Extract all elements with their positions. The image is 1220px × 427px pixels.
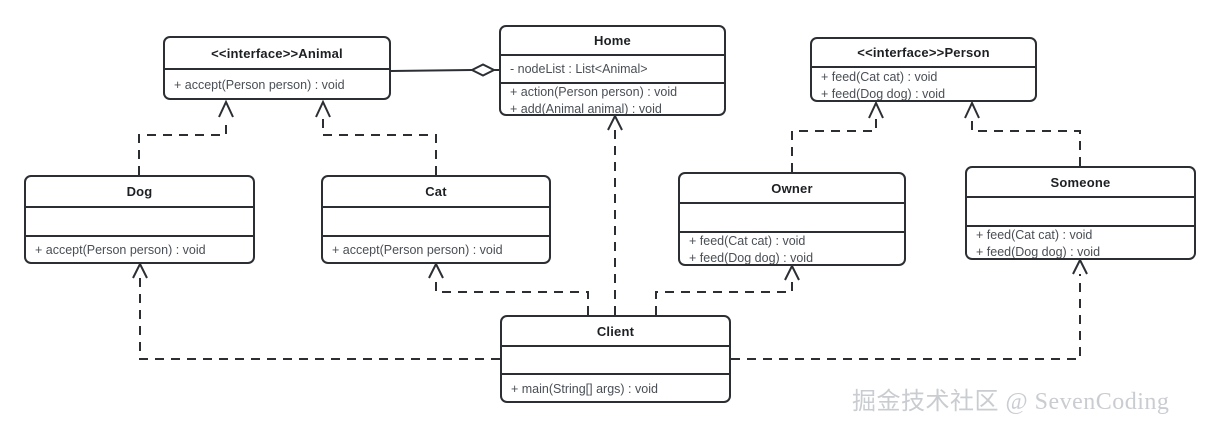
class-box-home[interactable]: Home - nodeList : List<Animal> + action(… <box>499 25 726 116</box>
class-title-home: Home <box>594 33 631 48</box>
member-row: + action(Person person) : void <box>510 85 678 99</box>
relationship-client-depends-on-home <box>607 113 623 315</box>
class-title-dog: Dog <box>126 184 153 199</box>
attributes-compartment-home: - nodeList : List<Animal> <box>501 56 724 82</box>
divider <box>165 68 389 70</box>
class-box-person[interactable]: <<interface>>Person + feed(Cat cat) : vo… <box>810 37 1037 102</box>
class-box-client[interactable]: Client + main(String[] args) : void <box>500 315 731 403</box>
divider <box>502 373 729 375</box>
relationship-client-depends-on-dog <box>132 261 500 360</box>
methods-compartment-client: + main(String[] args) : void <box>502 375 729 401</box>
class-box-cat[interactable]: Cat + accept(Person person) : void <box>321 175 551 264</box>
relationship-client-depends-on-owner <box>655 263 800 315</box>
attributes-compartment-owner <box>680 204 904 231</box>
methods-compartment-owner: + feed(Cat cat) : void + feed(Dog dog) :… <box>680 233 904 265</box>
divider <box>26 235 253 237</box>
attributes-compartment-someone <box>967 198 1194 225</box>
member-row: + feed(Cat cat) : void <box>821 70 938 84</box>
member-row: + accept(Person person) : void <box>35 243 206 257</box>
divider <box>967 196 1194 198</box>
attributes-compartment-cat <box>323 208 549 235</box>
member-row: - nodeList : List<Animal> <box>510 61 648 76</box>
class-title-owner: Owner <box>771 180 813 196</box>
member-row: + add(Animal animal) : void <box>510 102 662 116</box>
member-row: + feed(Dog dog) : void <box>976 244 1101 259</box>
divider <box>680 231 904 233</box>
methods-compartment-home: + action(Person person) : void + add(Ani… <box>501 84 724 116</box>
divider <box>680 202 904 204</box>
relationship-cat-implements-animal <box>315 99 437 175</box>
divider <box>812 66 1035 68</box>
class-title-person: <<interface>>Person <box>857 45 990 60</box>
divider <box>967 225 1194 227</box>
divider <box>26 206 253 208</box>
class-title-client: Client <box>596 323 635 339</box>
member-row: + main(String[] args) : void <box>511 381 658 396</box>
methods-compartment-animal: + accept(Person person) : void <box>165 70 389 98</box>
methods-compartment-someone: + feed(Cat cat) : void + feed(Dog dog) :… <box>967 227 1194 259</box>
member-row: + feed(Dog dog) : void <box>689 250 814 265</box>
divider <box>501 54 724 56</box>
relationship-someone-implements-person <box>964 100 1081 166</box>
methods-compartment-cat: + accept(Person person) : void <box>323 237 549 262</box>
class-title-animal: <<interface>>Animal <box>211 45 343 61</box>
methods-compartment-person: + feed(Cat cat) : void + feed(Dog dog) :… <box>812 68 1035 101</box>
relationship-client-depends-on-someone <box>731 257 1088 360</box>
class-title-someone: Someone <box>1050 174 1111 190</box>
member-row: + feed(Dog dog) : void <box>821 87 946 101</box>
divider <box>323 206 549 208</box>
relationship-owner-implements-person <box>791 100 884 172</box>
relationship-dog-implements-animal <box>138 99 234 175</box>
class-box-dog[interactable]: Dog + accept(Person person) : void <box>24 175 255 264</box>
class-box-animal[interactable]: <<interface>>Animal + accept(Person pers… <box>163 36 391 100</box>
class-box-someone[interactable]: Someone + feed(Cat cat) : void + feed(Do… <box>965 166 1196 260</box>
member-row: + feed(Cat cat) : void <box>976 227 1093 242</box>
class-title-cat: Cat <box>425 184 447 199</box>
class-box-owner[interactable]: Owner + feed(Cat cat) : void + feed(Dog … <box>678 172 906 266</box>
member-row: + accept(Person person) : void <box>332 243 503 257</box>
divider <box>323 235 549 237</box>
relationship-client-depends-on-cat <box>428 261 589 315</box>
divider <box>502 345 729 347</box>
member-row: + feed(Cat cat) : void <box>689 233 806 248</box>
attributes-compartment-client <box>502 347 729 373</box>
methods-compartment-dog: + accept(Person person) : void <box>26 237 253 262</box>
watermark-text: 掘金技术社区 @ SevenCoding <box>852 389 1170 415</box>
divider <box>501 82 724 84</box>
attributes-compartment-dog <box>26 208 253 235</box>
member-row: + accept(Person person) : void <box>174 77 345 92</box>
relationship-animal-aggregated-by-home <box>390 63 499 77</box>
